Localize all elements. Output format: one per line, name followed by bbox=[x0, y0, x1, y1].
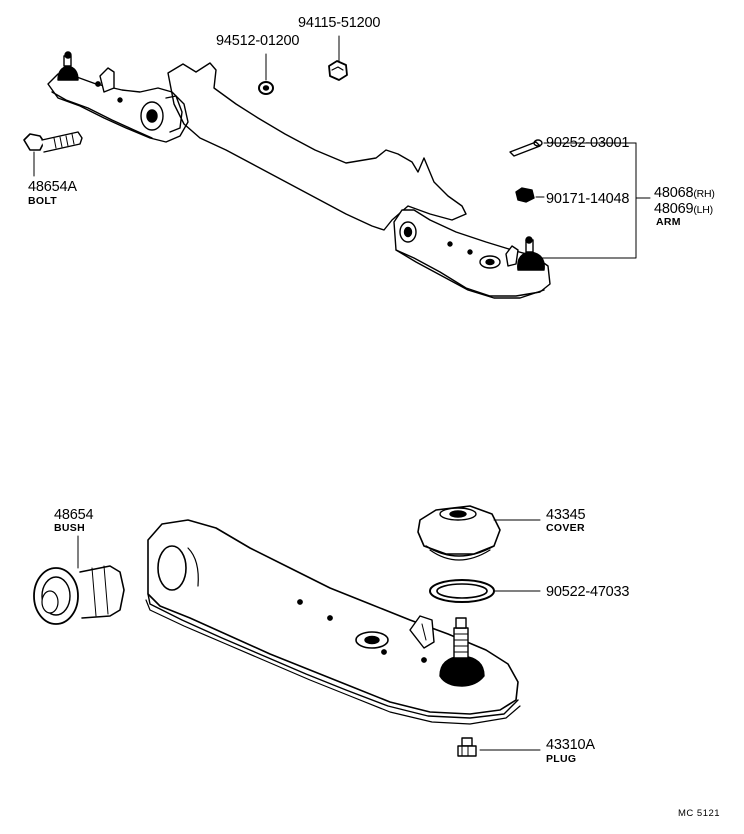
label-washer-94512-01200: 94512-01200 bbox=[216, 33, 300, 49]
left-lower-arm bbox=[47, 51, 189, 143]
label-arm-rh-number: 48068 bbox=[654, 185, 694, 201]
snap-ring bbox=[429, 579, 541, 603]
hex-nut bbox=[328, 60, 348, 81]
label-arm-lh-side: (LH) bbox=[693, 204, 713, 216]
label-nut-94115-51200: 94115-51200 bbox=[298, 15, 381, 31]
crossmember-outline bbox=[167, 62, 467, 231]
label-cover-name: COVER bbox=[546, 522, 585, 534]
label-bolt-name: BOLT bbox=[28, 195, 57, 207]
label-bolt-number: 48654A bbox=[28, 179, 77, 195]
label-plug-name: PLUG bbox=[546, 753, 577, 765]
dust-cover bbox=[417, 505, 541, 561]
label-cover-number: 43345 bbox=[546, 507, 586, 523]
cotter-pin bbox=[509, 139, 637, 157]
label-arm-lh: 48069(LH) bbox=[654, 202, 713, 217]
castle-nut bbox=[515, 187, 545, 203]
right-lower-arm bbox=[393, 209, 551, 299]
label-arm-rh-side: (RH) bbox=[693, 188, 715, 200]
label-arm-name: ARM bbox=[656, 216, 681, 228]
lower-arm-detail bbox=[145, 519, 521, 725]
bush bbox=[33, 535, 125, 625]
arm-callout-bracket bbox=[539, 142, 651, 259]
label-arm-rh: 48068(RH) bbox=[654, 186, 715, 201]
label-bush-name: BUSH bbox=[54, 522, 85, 534]
label-snap-ring: 90522-47033 bbox=[546, 584, 630, 600]
grease-plug bbox=[457, 737, 541, 757]
diagram-code: MC 5121 bbox=[678, 808, 721, 819]
label-plug-number: 43310A bbox=[546, 737, 595, 753]
label-arm-lh-number: 48069 bbox=[654, 201, 694, 217]
label-castle-nut: 90171-14048 bbox=[546, 191, 630, 207]
bolt bbox=[23, 131, 83, 177]
label-bush-number: 48654 bbox=[54, 507, 94, 523]
label-cotter-pin: 90252-03001 bbox=[546, 135, 630, 151]
